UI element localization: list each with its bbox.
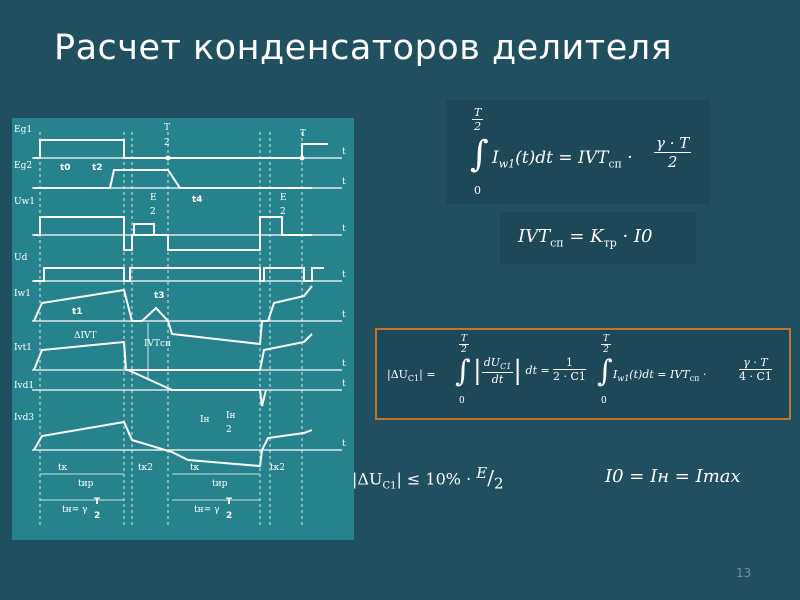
ann-in-half-num: Iн xyxy=(226,411,236,421)
page-number: 13 xyxy=(736,566,752,580)
waveform-diagram: Eg1 Eg2 Uw1 Ud Iw1 Ivt1 Ivd1 Ivd3 t t t … xyxy=(12,118,354,540)
t-label-1: t xyxy=(342,147,346,157)
ann-tk-2: tк xyxy=(190,463,200,473)
slide-title: Расчет конденсаторов делителя xyxy=(54,28,673,68)
equation-2-box: IVTсп = Kтр · I0 xyxy=(500,212,696,264)
ann-t-half-num: T xyxy=(164,123,170,133)
ann-in-half-den: 2 xyxy=(226,425,232,435)
label-eg1: Eg1 xyxy=(14,125,32,135)
eq1-body: Iw1(t)dt = IVTсп · xyxy=(492,148,633,171)
t-label-4: t xyxy=(342,270,346,280)
label-ivd1: Ivd1 xyxy=(14,381,34,391)
eq2-body: IVTсп = Kтр · I0 xyxy=(518,226,653,250)
ann-e-half-num-1: E xyxy=(150,193,157,203)
eq3-body: Iw1(t)dt = IVTсп · xyxy=(613,368,707,384)
ann-e-half-den-1: 2 xyxy=(150,207,156,217)
label-ud: Ud xyxy=(14,253,28,263)
ann-tn-num-1: T xyxy=(94,497,101,507)
t-label-8: t xyxy=(342,439,346,449)
equation-5: I0 = Iн = Imax xyxy=(605,466,741,487)
label-eg2: Eg2 xyxy=(14,161,32,171)
ann-divt: ΔIVT xyxy=(74,331,97,341)
ann-tn-1: tн= γ xyxy=(62,505,87,515)
t-label-7: t xyxy=(342,379,346,389)
ann-t-half-den: 2 xyxy=(164,138,170,148)
dot-t-half xyxy=(165,155,171,161)
waveform-svg: Eg1 Eg2 Uw1 Ud Iw1 Ivt1 Ivd1 Ivd3 t t t … xyxy=(14,123,346,528)
label-ivd3: Ivd3 xyxy=(14,413,34,423)
ann-tn-2: tн= γ xyxy=(194,505,219,515)
wave-eg2 xyxy=(34,169,312,189)
t-label-2: t xyxy=(342,177,346,187)
wave-iw1 xyxy=(33,285,313,346)
wave-uw1 xyxy=(34,216,312,251)
ann-ivtsp: IVTсп xyxy=(144,339,171,349)
t-label-5: t xyxy=(342,310,346,320)
t-label-6: t xyxy=(342,359,346,369)
equation-4: |ΔUC1| ≤ 10% · E/2 xyxy=(352,464,504,493)
wave-ivt1 xyxy=(33,333,313,371)
ann-t2: t2 xyxy=(92,163,103,173)
ann-tir-1: tир xyxy=(78,479,94,489)
ann-t: T xyxy=(300,129,306,139)
wave-uw1-step xyxy=(133,223,155,235)
wave-ivd3 xyxy=(33,420,313,468)
eq1-integral: ∫ xyxy=(470,134,489,175)
ann-tk2-2: tк2 xyxy=(270,463,285,473)
ann-t3: t3 xyxy=(154,291,165,301)
eq3-lower-2: 0 xyxy=(601,396,607,406)
ann-t4: t4 xyxy=(192,195,203,205)
eq3-lhs: |ΔUC1| = xyxy=(387,368,436,384)
ann-e-half-den-2: 2 xyxy=(280,207,286,217)
label-ivt1: Ivt1 xyxy=(14,343,32,353)
eq3-integral-1: ∫ xyxy=(455,354,471,389)
ann-tk-1: tк xyxy=(58,463,68,473)
wave-eg1 xyxy=(34,139,328,159)
dot-t xyxy=(299,155,305,161)
label-iw1: Iw1 xyxy=(14,289,31,299)
ann-t1: t1 xyxy=(72,307,83,317)
wave-ud xyxy=(34,267,324,282)
label-uw1: Uw1 xyxy=(14,197,35,207)
wave-ivd1 xyxy=(126,369,267,407)
ann-in: Iн xyxy=(200,415,210,425)
ann-t0: t0 xyxy=(60,163,71,173)
eq1-lower-limit: 0 xyxy=(474,184,481,197)
ann-e-half-num-2: E xyxy=(280,193,287,203)
t-label-3: t xyxy=(342,224,346,234)
ann-tn-den-2: 2 xyxy=(226,511,232,521)
ann-tn-num-2: T xyxy=(226,497,233,507)
ann-tir-2: tир xyxy=(212,479,228,489)
eq3-lower-1: 0 xyxy=(459,396,465,406)
ann-tn-den-1: 2 xyxy=(94,511,100,521)
eq3-integral-2: ∫ xyxy=(597,354,613,389)
ann-tk2-1: tк2 xyxy=(138,463,153,473)
